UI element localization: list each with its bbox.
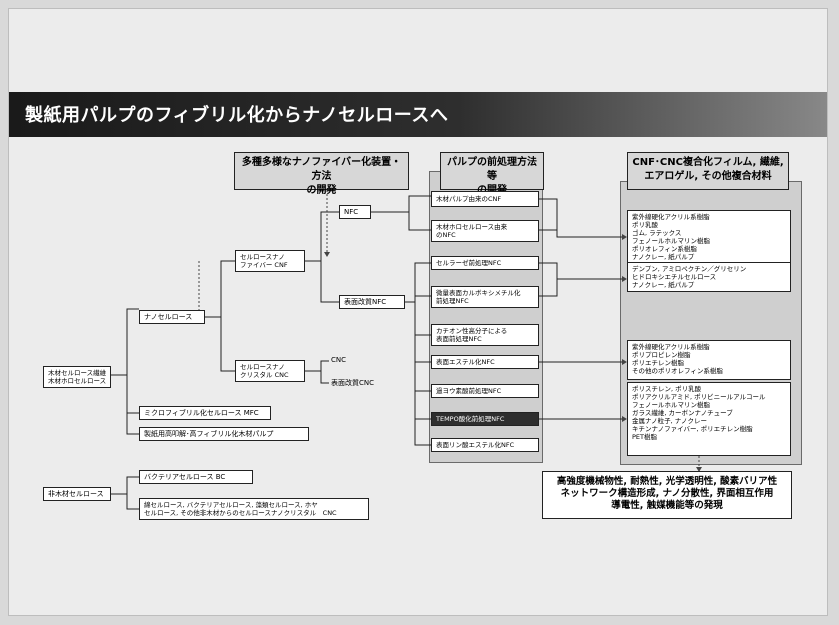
materials-box: デンプン, アミロペクチン／グリセリンヒドロキシエチルセルロースナノクレー, 紙… <box>627 262 791 292</box>
bc-box: バクテリアセルロース BC <box>139 470 253 484</box>
header-line: の開発 <box>443 184 541 198</box>
devices-header: 多種多様なナノファイバー化装置・方法 の開発 <box>234 152 409 196</box>
surface-nfc-box: 表面改質NFC <box>339 295 405 309</box>
pretreatment-box: 木材ホロセルロース由来のNFC <box>431 220 539 242</box>
box-line: フェノールホルマリン樹脂 <box>632 237 710 245</box>
box-line: 木材ホロセルロース由来 <box>436 223 508 231</box>
wood-source-box: 木材セルロース繊維 木材ホロセルロース <box>43 366 111 388</box>
pretreatment-box: 表面エステル化NFC <box>431 355 539 369</box>
box-line: 綿セルロース, バクテリアセルロース, 藻類セルロース, ホヤ <box>144 501 318 509</box>
box-line: セルロースナノ <box>240 363 285 371</box>
box-line: ポリオレフィン系樹脂 <box>632 245 697 253</box>
box-line: 前処理NFC <box>436 297 469 305</box>
box-line: ナノクレー, 紙パルプ <box>632 281 695 289</box>
header-line: エアロゲル, その他複合材料 <box>644 171 772 182</box>
box-line: 金属ナノ粒子, ナノクレー <box>632 417 707 425</box>
box-line: セルラーゼ前処理NFC <box>436 259 502 267</box>
box-line: 表面エステル化NFC <box>436 358 495 366</box>
connector-lines <box>111 190 702 510</box>
nonwood-source-box: 非木材セルロース <box>43 487 111 501</box>
title-bar: 製紙用パルプのフィブリル化からナノセルロースへ <box>9 92 827 137</box>
box-line: ポリエチレン樹脂 <box>632 359 684 367</box>
box-line: ガラス繊維, カーボンナノチューブ <box>632 409 733 417</box>
summary-line: 導電性, 触媒機能等の発現 <box>611 500 723 511</box>
box-line: のNFC <box>436 231 456 239</box>
header-line: CNF･CNC複合化フィルム, 繊維, <box>632 157 784 168</box>
composites-header: CNF･CNC複合化フィルム, 繊維, エアロゲル, その他複合材料 <box>627 152 789 190</box>
highpressure-pulp-box: 製紙用高叩解･高フィブリル化木材パルプ <box>139 427 309 441</box>
pretreatment-box: 木材パルプ由来のCNF <box>431 191 539 207</box>
box-line: 微量表面カルボキシメチル化 <box>436 289 521 297</box>
pretreatment-box: セルラーゼ前処理NFC <box>431 256 539 270</box>
other-cellulose-box: 綿セルロース, バクテリアセルロース, 藻類セルロース, ホヤ セルロース, そ… <box>139 498 369 520</box>
box-line: デンプン, アミロペクチン／グリセリン <box>632 265 747 273</box>
box-line: フェノールホルマリン樹脂 <box>632 401 710 409</box>
pretreatment-box: 微量表面カルボキシメチル化前処理NFC <box>431 286 539 308</box>
box-line: 表面リン酸エステル化NFC <box>436 441 515 449</box>
materials-box: ポリスチレン, ポリ乳酸ポリアクリルアミド, ポリビニールアルコールフェノールホ… <box>627 382 791 456</box>
page-title: 製紙用パルプのフィブリル化からナノセルロースへ <box>25 105 449 126</box>
box-line: ゴム, ラテックス <box>632 229 682 237</box>
properties-summary: 高強度機械物性, 耐熱性, 光学透明性, 酸素バリア性 ネットワーク構造形成, … <box>542 471 792 519</box>
box-line: ポリ乳酸 <box>632 221 658 229</box>
pretreatment-box: TEMPO酸化前処理NFC <box>431 412 539 426</box>
slide: 製紙用パルプのフィブリル化からナノセルロースへ <box>8 8 828 616</box>
box-line: TEMPO酸化前処理NFC <box>436 415 505 423</box>
box-line: セルロース, その他非木材からのセルロースナノクリスタル CNC <box>144 509 337 517</box>
box-line: セルロースナノ <box>240 253 285 261</box>
pretreatment-box: カチオン性高分子による表面前処理NFC <box>431 324 539 346</box>
pretreatment-box: 表面リン酸エステル化NFC <box>431 438 539 452</box>
box-line: ヒドロキシエチルセルロース <box>632 273 717 281</box>
summary-line: 高強度機械物性, 耐熱性, 光学透明性, 酸素バリア性 <box>556 476 778 487</box>
box-line: その他のポリオレフィン系樹脂 <box>632 367 723 375</box>
header-line: パルプの前処理方法等 <box>447 157 537 182</box>
box-line: ポリプロピレン樹脂 <box>632 351 691 359</box>
materials-box: 紫外線硬化アクリル系樹脂ポリ乳酸ゴム, ラテックスフェノールホルマリン樹脂ポリオ… <box>627 210 791 266</box>
cnc-box: セルロースナノ クリスタル CNC <box>235 360 305 382</box>
box-line: 木材ホロセルロース <box>48 377 107 385</box>
header-line: 多種多様なナノファイバー化装置・方法 <box>241 157 402 182</box>
cnc-label: CNC <box>331 356 347 364</box>
summary-line: ネットワーク構造形成, ナノ分散性, 界面相互作用 <box>560 488 774 499</box>
box-line: 木材セルロース繊維 <box>48 369 107 377</box>
box-line: ファイバー CNF <box>240 261 288 269</box>
box-line: 表面前処理NFC <box>436 335 482 343</box>
materials-box: 紫外線硬化アクリル系樹脂ポリプロピレン樹脂ポリエチレン樹脂その他のポリオレフィン… <box>627 340 791 380</box>
box-line: ポリスチレン, ポリ乳酸 <box>632 385 702 393</box>
box-line: 紫外線硬化アクリル系樹脂 <box>632 213 710 221</box>
box-line: ポリアクリルアミド, ポリビニールアルコール <box>632 393 766 401</box>
box-line: クリスタル CNC <box>240 371 289 379</box>
mfc-box: ミクロフィブリル化セルロース MFC <box>139 406 271 420</box>
header-line: の開発 <box>306 185 337 196</box>
box-line: 紫外線硬化アクリル系樹脂 <box>632 343 710 351</box>
pretreatment-box: 過ヨウ素酸前処理NFC <box>431 384 539 398</box>
box-line: ナノクレー, 紙パルプ <box>632 253 695 261</box>
surface-cnc-label: 表面改質CNC <box>331 379 375 387</box>
box-line: キチンナノファイバー, ポリエチレン樹脂 <box>632 425 753 433</box>
box-line: 過ヨウ素酸前処理NFC <box>436 387 502 395</box>
cnf-box: セルロースナノ ファイバー CNF <box>235 250 305 272</box>
box-line: PET樹脂 <box>632 433 657 441</box>
box-line: 木材パルプ由来のCNF <box>436 195 502 203</box>
pretreatment-header: パルプの前処理方法等 の開発 <box>440 152 544 196</box>
nanocellulose-box: ナノセルロース <box>139 310 205 324</box>
box-line: カチオン性高分子による <box>436 327 508 335</box>
nfc-box: NFC <box>339 205 371 219</box>
